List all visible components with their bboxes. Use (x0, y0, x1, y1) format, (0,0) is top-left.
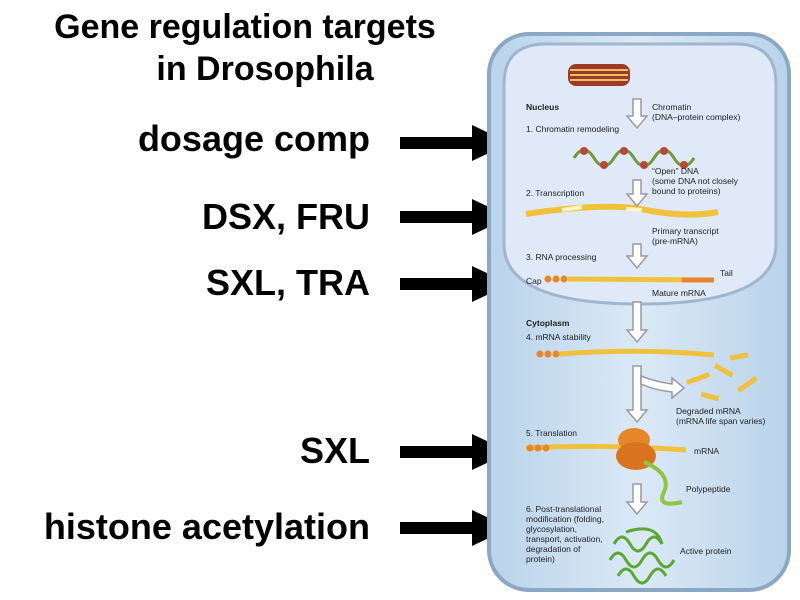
title-line-2: in Drosophila (156, 50, 374, 88)
target-sxl: SXL (299, 430, 370, 471)
cap-label: Cap (526, 276, 542, 286)
mature-mrna-icon (544, 275, 715, 283)
flow-arrow-5 (625, 365, 649, 424)
step5-label: 5. Translation (526, 428, 577, 438)
open-dna-icon (572, 148, 696, 168)
step6-label-4: transport, activation, (526, 534, 603, 544)
chromatin-label: Chromatin (652, 102, 691, 112)
flow-arrow-degrade (640, 374, 686, 400)
flow-arrow-2 (625, 179, 649, 208)
step6-label-3: glycosylation, (526, 524, 577, 534)
primary-transcript-label: Primary transcript (652, 226, 719, 236)
step3-label: 3. RNA processing (526, 252, 597, 262)
step4-label: 4. mRNA stability (526, 332, 591, 342)
open-dna-sub-label-2: bound to proteins) (652, 186, 721, 196)
flow-arrow-4 (625, 301, 649, 344)
target-histone-acetylation: histone acetylation (43, 506, 370, 547)
flow-arrow-6 (625, 483, 649, 516)
primary-transcript-sub-label: (pre-mRNA) (652, 236, 698, 246)
degraded-mrna-label: Degraded mRNA (676, 406, 741, 416)
active-protein-icon (608, 527, 676, 585)
mature-mrna-label: Mature mRNA (652, 288, 706, 298)
target-sxl-tra: SXL, TRA (205, 262, 370, 303)
open-dna-sub-label-1: (some DNA not closely (652, 176, 739, 186)
tail-label: Tail (720, 268, 733, 278)
target-dosage-comp: dosage comp (137, 118, 370, 159)
title-line-1: Gene regulation targets (54, 8, 436, 46)
degraded-mrna-icon (686, 352, 758, 402)
target-dsx-fru: DSX, FRU (201, 196, 370, 237)
step6-label-1: 6. Post-translational (526, 504, 601, 514)
flow-arrow-3 (625, 243, 649, 270)
step1-label: 1. Chromatin remodeling (526, 124, 619, 134)
chromatin-sub-label: (DNA–protein complex) (652, 112, 741, 122)
flow-arrow-1 (625, 98, 649, 130)
step6-label-6: protein) (526, 554, 555, 564)
step6-label-2: modification (folding, (526, 514, 604, 524)
step6-label-5: degradation of (526, 544, 581, 554)
active-protein-label: Active protein (680, 546, 732, 556)
cytoplasm-label: Cytoplasm (526, 318, 570, 328)
stable-mrna-icon (536, 348, 715, 358)
process-flow-arrows (625, 98, 686, 516)
polypeptide-icon (643, 460, 683, 506)
chromatin-icon (568, 64, 630, 86)
nucleus-label: Nucleus (526, 102, 559, 112)
page-title: Gene regulation targets in Drosophila (0, 6, 490, 90)
degraded-mrna-sub-label: (mRNA life span varies) (676, 416, 765, 426)
open-dna-label: “Open” DNA (652, 166, 699, 176)
nucleus-outline (502, 42, 778, 306)
step2-label: 2. Transcription (526, 188, 584, 198)
gene-regulation-diagram: Nucleus Chromatin (DNA–protein complex) … (487, 32, 791, 592)
mrna-label: mRNA (694, 446, 719, 456)
nucleosome-beads (580, 147, 688, 169)
polypeptide-label: Polypeptide (686, 484, 731, 494)
